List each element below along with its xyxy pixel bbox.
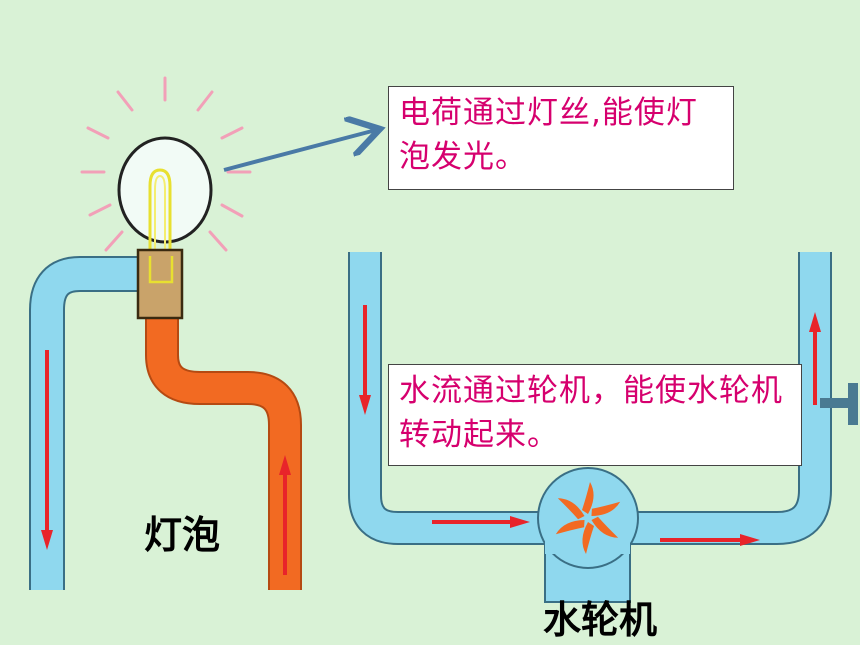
bulb-base [136, 248, 184, 320]
bulb-blue-pipe [29, 256, 140, 590]
tap-icon [820, 383, 858, 425]
water-u-pipe [347, 244, 833, 545]
waterwheel-label: 水轮机 [543, 598, 658, 642]
right-arrow-icon [740, 534, 760, 546]
water-flow-arrows [359, 305, 821, 546]
bulb-glow-rays [80, 76, 252, 252]
waterwheel-housing [537, 467, 639, 603]
up-arrow-icon [809, 312, 821, 332]
bulb-orange-pipe [145, 318, 302, 590]
down-arrow-icon [41, 530, 53, 550]
bulb-label: 灯泡 [144, 513, 221, 557]
waterwheel-callout-box: 水流通过轮机，能使水轮机转动起来。 [388, 364, 802, 466]
bulb-flow-arrows [41, 350, 291, 575]
bulb-callout-box: 电荷通过灯丝,能使灯泡发光。 [388, 86, 734, 190]
up-arrow-icon [279, 455, 291, 475]
pointer-arrow [223, 130, 376, 172]
down-arrow-icon [359, 395, 371, 415]
turbine-icon [555, 482, 621, 554]
light-bulb-icon [117, 136, 213, 320]
right-arrow-icon [510, 516, 530, 528]
